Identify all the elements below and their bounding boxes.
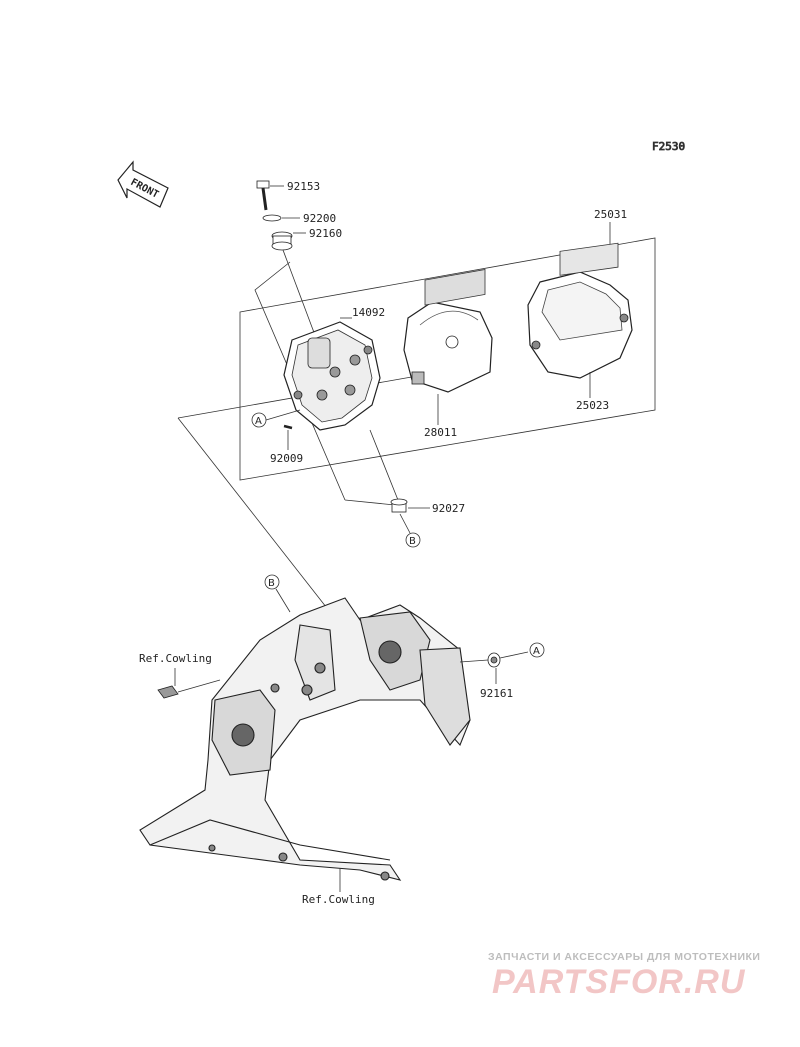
ref-a-label-lower: A [533,646,540,657]
bolt-icon [256,180,270,211]
part-label-92200: 92200 [303,212,336,225]
figure-code: F2530 [652,140,685,153]
meter-unit-28011 [403,269,493,393]
part-label-14092: 14092 [352,306,385,319]
grommet-icon [271,231,293,251]
clip-icon [157,685,179,699]
ref-cowling-label-lower: Ref.Cowling [302,893,375,906]
ref-b-label-upper: B [268,578,275,589]
ref-marker-b-upper [264,574,280,590]
part-label-92160: 92160 [309,227,342,240]
part-label-28011: 28011 [424,426,457,439]
assembly-frame-25031 [239,237,656,481]
watermark-logo: PARTSFOR.RU [492,963,746,1001]
ref-cowling-label-upper: Ref.Cowling [139,652,212,665]
ref-marker-a-lower [529,642,545,658]
part-label-25023: 25023 [576,399,609,412]
part-label-92009: 92009 [270,452,303,465]
part-label-92153: 92153 [287,180,320,193]
part-label-25031: 25031 [594,208,627,221]
ref-b-label-lower: B [409,536,416,547]
washer-icon [262,214,282,222]
meter-cover-25023 [527,242,633,379]
watermark-tagline: ЗАПЧАСТИ И АКСЕССУАРЫ ДЛЯ МОТОТЕХНИКИ [488,951,761,963]
part-label-92161: 92161 [480,687,513,700]
meter-case-14092 [283,321,381,431]
ref-a-label: A [255,416,262,427]
grommet-small-icon [487,652,501,668]
meter-bracket-stay [139,597,471,881]
collar-icon [390,498,408,513]
screw-icon [283,424,293,430]
front-arrow-icon: FRONT [117,160,169,208]
part-label-92027: 92027 [432,502,465,515]
ref-marker-b-lower [405,532,421,548]
